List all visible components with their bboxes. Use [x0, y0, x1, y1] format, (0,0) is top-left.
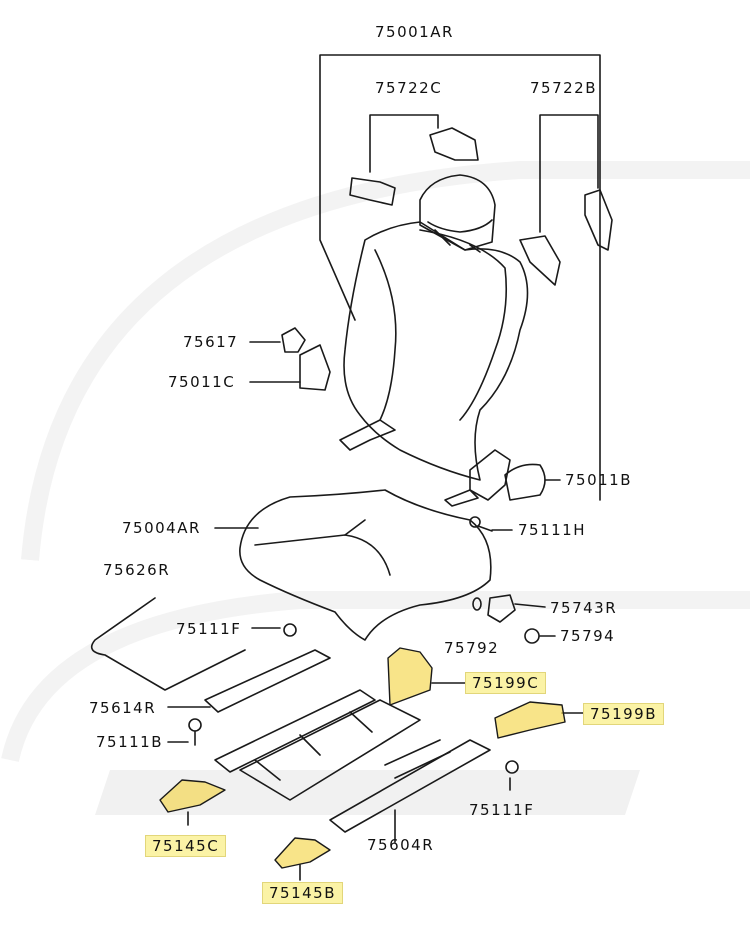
part-75011C — [299, 344, 331, 391]
label-75111F-top: 75111F — [176, 620, 242, 638]
part-75617 — [281, 327, 306, 353]
label-75722C: 75722C — [375, 79, 443, 97]
label-75792: 75792 — [444, 639, 500, 657]
cover-75722B-right — [584, 189, 613, 251]
label-75111B: 75111B — [96, 733, 164, 751]
label-75111F-bottom: 75111F — [469, 801, 535, 819]
part-75011B — [504, 463, 546, 501]
recliner-mount-left — [339, 419, 396, 451]
label-75011C: 75011C — [168, 373, 236, 391]
part-75743R — [487, 594, 516, 623]
label-75617: 75617 — [183, 333, 239, 351]
nut-75794 — [524, 628, 540, 644]
bolt-75111B — [188, 718, 202, 746]
seat-cushion — [239, 489, 492, 641]
part-75199C — [387, 647, 433, 706]
watermark-logo — [1, 161, 750, 763]
label-75011B: 75011B — [565, 471, 633, 489]
leader-75722B — [539, 114, 599, 233]
part-75199B — [494, 701, 566, 739]
cover-75722C-right — [429, 127, 479, 161]
seat-back — [343, 174, 529, 481]
label-75111H: 75111H — [518, 521, 586, 539]
label-75743R: 75743R — [550, 599, 618, 617]
part-75145B — [274, 837, 331, 869]
label-75004AR: 75004AR — [122, 519, 201, 537]
bolt-75111F-bottom — [505, 760, 519, 774]
cover-75722B-left — [519, 235, 561, 286]
label-75199B: 75199B — [583, 703, 665, 725]
label-75614R: 75614R — [89, 699, 157, 717]
label-75794: 75794 — [560, 627, 616, 645]
leader-75722C — [369, 114, 439, 173]
label-75001AR: 75001AR — [375, 23, 454, 41]
bolt-75111F-top — [283, 623, 297, 637]
recliner-mount-right — [444, 449, 511, 507]
bolt-75111H — [469, 516, 493, 532]
label-75199C: 75199C — [465, 672, 547, 694]
leader-75743R — [514, 603, 546, 608]
part-75145C — [159, 779, 226, 813]
label-75145B: 75145B — [262, 882, 344, 904]
cover-75722C-left — [349, 177, 396, 206]
label-75145C: 75145C — [145, 835, 227, 857]
label-75604R: 75604R — [367, 836, 435, 854]
leader-75001AR — [319, 54, 601, 501]
part-75792 — [472, 597, 482, 611]
watermark-text — [95, 770, 640, 815]
label-75626R: 75626R — [103, 561, 171, 579]
label-75722B: 75722B — [530, 79, 598, 97]
seat-rail-frame — [204, 649, 491, 833]
wire-75626R — [90, 597, 246, 691]
